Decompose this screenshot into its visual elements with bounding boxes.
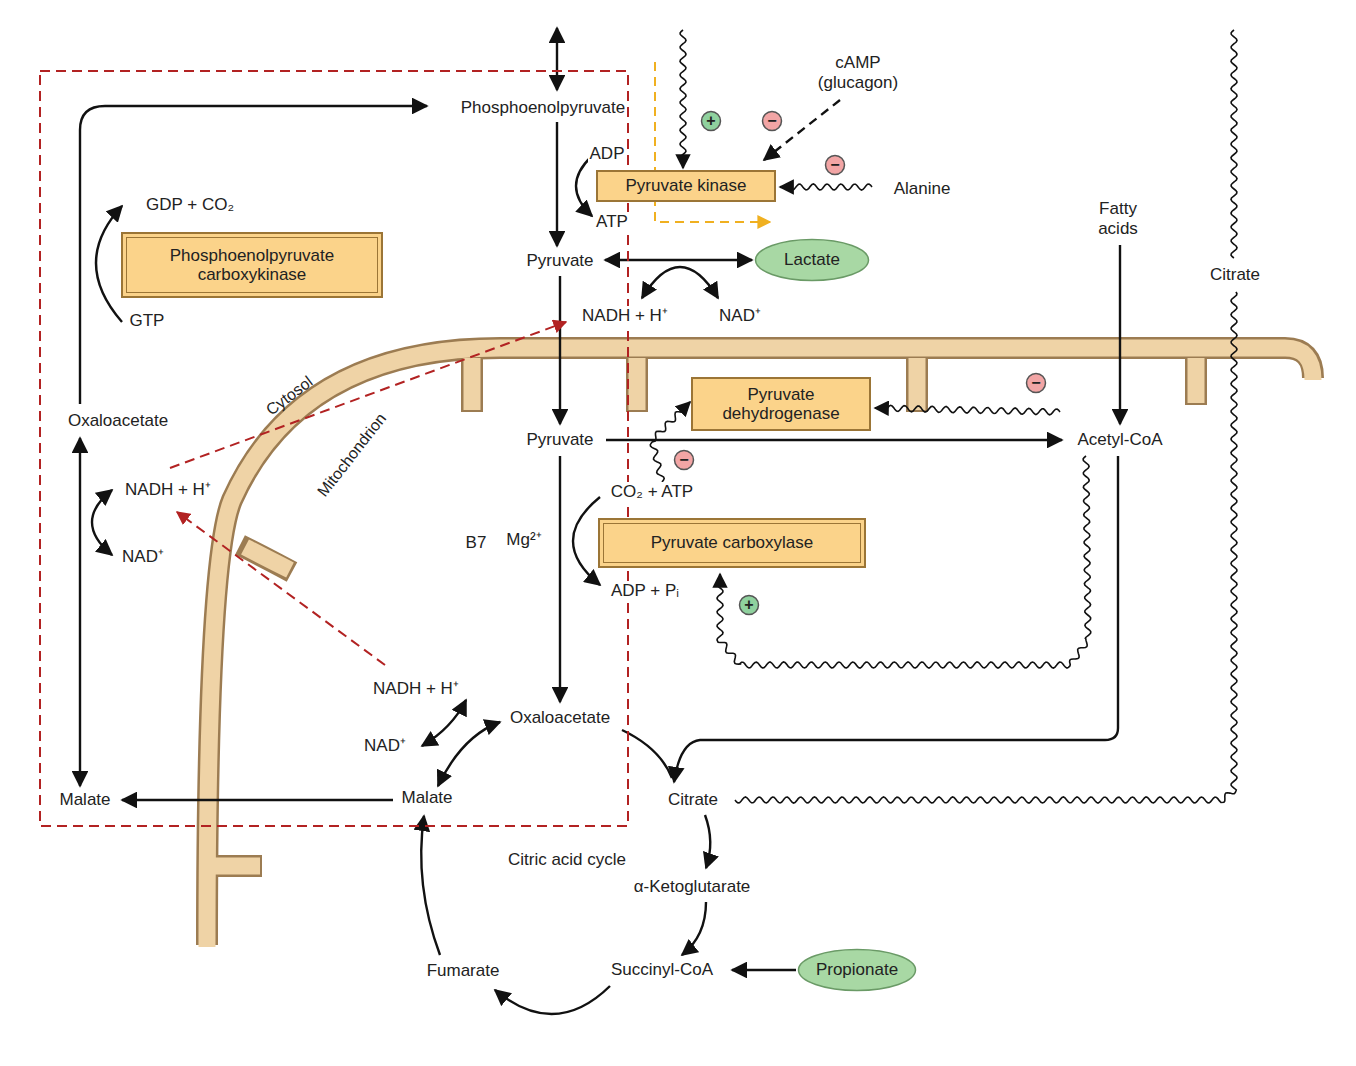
metabolite-label: Mg²⁺ [504,530,543,550]
mitochondrial-membrane [207,348,1313,947]
metabolite-label: Oxaloacetate [508,708,612,728]
metabolite-ellipse: Lactate [754,238,870,282]
metabolite-label: Pyruvate [524,430,595,450]
metabolite-label: GTP [128,311,167,331]
metabolite-label: NADH + H⁺ [371,679,461,699]
highlight-dashes [40,62,770,826]
metabolite-label: α-Ketoglutarate [632,877,753,897]
wavy-line [886,405,1060,415]
metabolite-ellipse: Propionate [797,948,917,992]
node-text: Pyruvate kinase [626,176,747,195]
metabolite-label: Malate [57,790,112,810]
metabolite-label: Citrate [1208,265,1262,285]
sign-symbol: − [767,113,776,129]
wavy-arrowhead [682,402,690,410]
metabolite-label: Oxaloacetate [66,411,170,431]
regulation-sign: − [761,110,783,132]
wavy-arrowhead [875,407,887,409]
sign-symbol: + [706,113,715,129]
reaction-arrows [80,28,1120,1014]
enzyme-box: Pyruvate carboxylase [598,518,866,568]
metabolite-label: NADH + H⁺ [580,306,670,326]
metabolite-label: Pyruvate [524,251,595,271]
metabolite-label: NAD⁺ [717,306,763,326]
metabolite-label: ADP + Pᵢ [609,581,681,601]
wavy-line [650,411,685,482]
metabolite-label: NAD⁺ [362,736,408,756]
regulation-sign: + [700,110,722,132]
metabolite-label: Alanine [892,179,953,199]
enzyme-box: Phosphoenolpyruvate carboxykinase [121,232,383,298]
metabolite-label: Succinyl-CoA [609,960,715,980]
enzyme-box: Pyruvate dehydrogenase [691,377,871,431]
metabolite-label: Malate [399,788,454,808]
sign-symbol: − [1031,375,1040,391]
wavy-line [680,30,686,158]
metabolite-label: Citrate [666,790,720,810]
regulation-wavy-lines [650,30,1237,803]
sign-symbol: − [679,452,688,468]
metabolite-label: GDP + CO₂ [144,195,236,215]
wavy-arrowhead [719,574,721,586]
wavy-arrowhead [780,186,792,188]
metabolite-label: NAD⁺ [120,547,166,567]
wavy-line [791,184,872,190]
metabolite-label: Citric acid cycle [506,850,628,870]
metabolite-label: ATP [594,212,630,232]
regulation-sign: − [824,154,846,176]
metabolite-label: CO₂ + ATP [609,482,695,502]
metabolite-label: Phosphoenolpyruvate [459,98,627,118]
metabolite-label: ADP [588,144,627,164]
metabolite-label: Mitochondrion [313,408,392,502]
node-text: Pyruvate dehydrogenase [703,385,859,423]
metabolite-label: B7 [464,533,489,553]
sign-symbol: + [744,597,753,613]
wavy-line [1231,30,1237,258]
node-text: Propionate [816,960,898,979]
node-text: Phosphoenolpyruvate carboxykinase [133,246,371,284]
sign-symbol: − [830,157,839,173]
enzyme-box: Pyruvate kinase [596,170,776,201]
metabolite-label: Fumarate [425,961,502,981]
regulation-sign: + [738,594,760,616]
metabolite-label: Acetyl-CoA [1075,430,1164,450]
metabolite-label: cAMP (glucagon) [806,53,910,92]
node-text: Pyruvate carboxylase [651,533,814,552]
regulation-sign: − [673,449,695,471]
wavy-arrowhead [682,156,684,168]
metabolite-label: NADH + H⁺ [123,480,213,500]
node-text: Lactate [784,250,840,269]
regulation-sign: − [1025,372,1047,394]
metabolite-label: Fatty acids [1086,199,1150,238]
